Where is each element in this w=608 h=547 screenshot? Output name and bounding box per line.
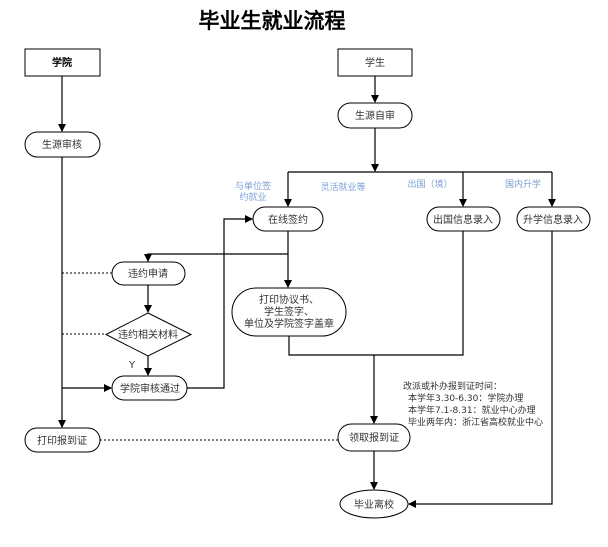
node-label-line: 单位及学院签字盖章 xyxy=(244,317,334,330)
note-line: 本学年3.30-6.30：学院办理 xyxy=(408,392,523,404)
arrow-study-to-graduate xyxy=(408,231,553,508)
node-label: 打印报到证 xyxy=(37,434,87,447)
node-label: 违约相关材料 xyxy=(118,328,178,341)
node-label: 升学信息录入 xyxy=(523,213,583,226)
node-graduate-leave: 毕业离校 xyxy=(339,489,409,519)
branch-label-abroad: 出国（境） xyxy=(407,178,452,190)
node-online-sign: 在线签约 xyxy=(252,206,324,232)
node-source-review: 生源审核 xyxy=(24,131,101,158)
node-college-approved: 学院审核通过 xyxy=(111,375,188,401)
note-line: 本学年7.1-8.31：就业中心办理 xyxy=(408,404,536,416)
branch-label-flexible: 灵活就业等 xyxy=(320,181,365,193)
arrow-to-breach-apply xyxy=(144,231,289,262)
branch-label-sign: 约就业 xyxy=(239,191,266,203)
page-title: 毕业生就业流程 xyxy=(199,8,346,33)
node-label: 领取报到证 xyxy=(349,431,399,444)
node-print-agreement: 打印协议书、 学生签字、 单位及学院签字盖章 xyxy=(231,287,347,337)
node-label: 毕业离校 xyxy=(354,498,394,511)
node-label-line: 打印协议书、 xyxy=(259,293,319,306)
branch-label-sign: 与单位签 xyxy=(235,180,271,192)
decision-yes-label: Y xyxy=(128,360,136,371)
node-label-line: 学生签字、 xyxy=(264,305,314,318)
node-label: 生源审核 xyxy=(42,138,82,151)
merge-line xyxy=(288,231,464,356)
lane-student-label: 学生 xyxy=(365,56,385,69)
reissue-note: 改派或补办报到证时间： 本学年3.30-6.30：学院办理 本学年7.1-8.3… xyxy=(403,380,543,428)
node-collect-report-card: 领取报到证 xyxy=(337,423,411,452)
node-further-study-entry: 升学信息录入 xyxy=(516,206,591,232)
lane-college-label: 学院 xyxy=(52,56,72,69)
node-label: 出国信息录入 xyxy=(433,213,493,226)
arrow-approved-to-online-sign xyxy=(187,215,253,389)
note-line: 毕业两年内：浙江省高校就业中心 xyxy=(408,416,543,428)
lane-student: 学生 xyxy=(337,48,413,77)
connectors xyxy=(58,76,556,508)
node-source-self-review: 生源自审 xyxy=(337,102,413,129)
lane-college: 学院 xyxy=(24,48,101,77)
node-abroad-entry: 出国信息录入 xyxy=(426,206,501,232)
node-label: 学院审核通过 xyxy=(120,382,180,395)
branch-label-domestic-study: 国内升学 xyxy=(505,178,541,190)
decision-breach-materials: 违约相关材料 xyxy=(104,312,193,357)
node-print-report-card: 打印报到证 xyxy=(24,427,101,453)
node-label: 生源自审 xyxy=(355,109,395,122)
node-label: 违约申请 xyxy=(128,267,168,280)
node-breach-apply: 违约申请 xyxy=(111,261,186,286)
note-line: 改派或补办报到证时间： xyxy=(403,380,502,392)
node-label: 在线签约 xyxy=(268,213,308,226)
